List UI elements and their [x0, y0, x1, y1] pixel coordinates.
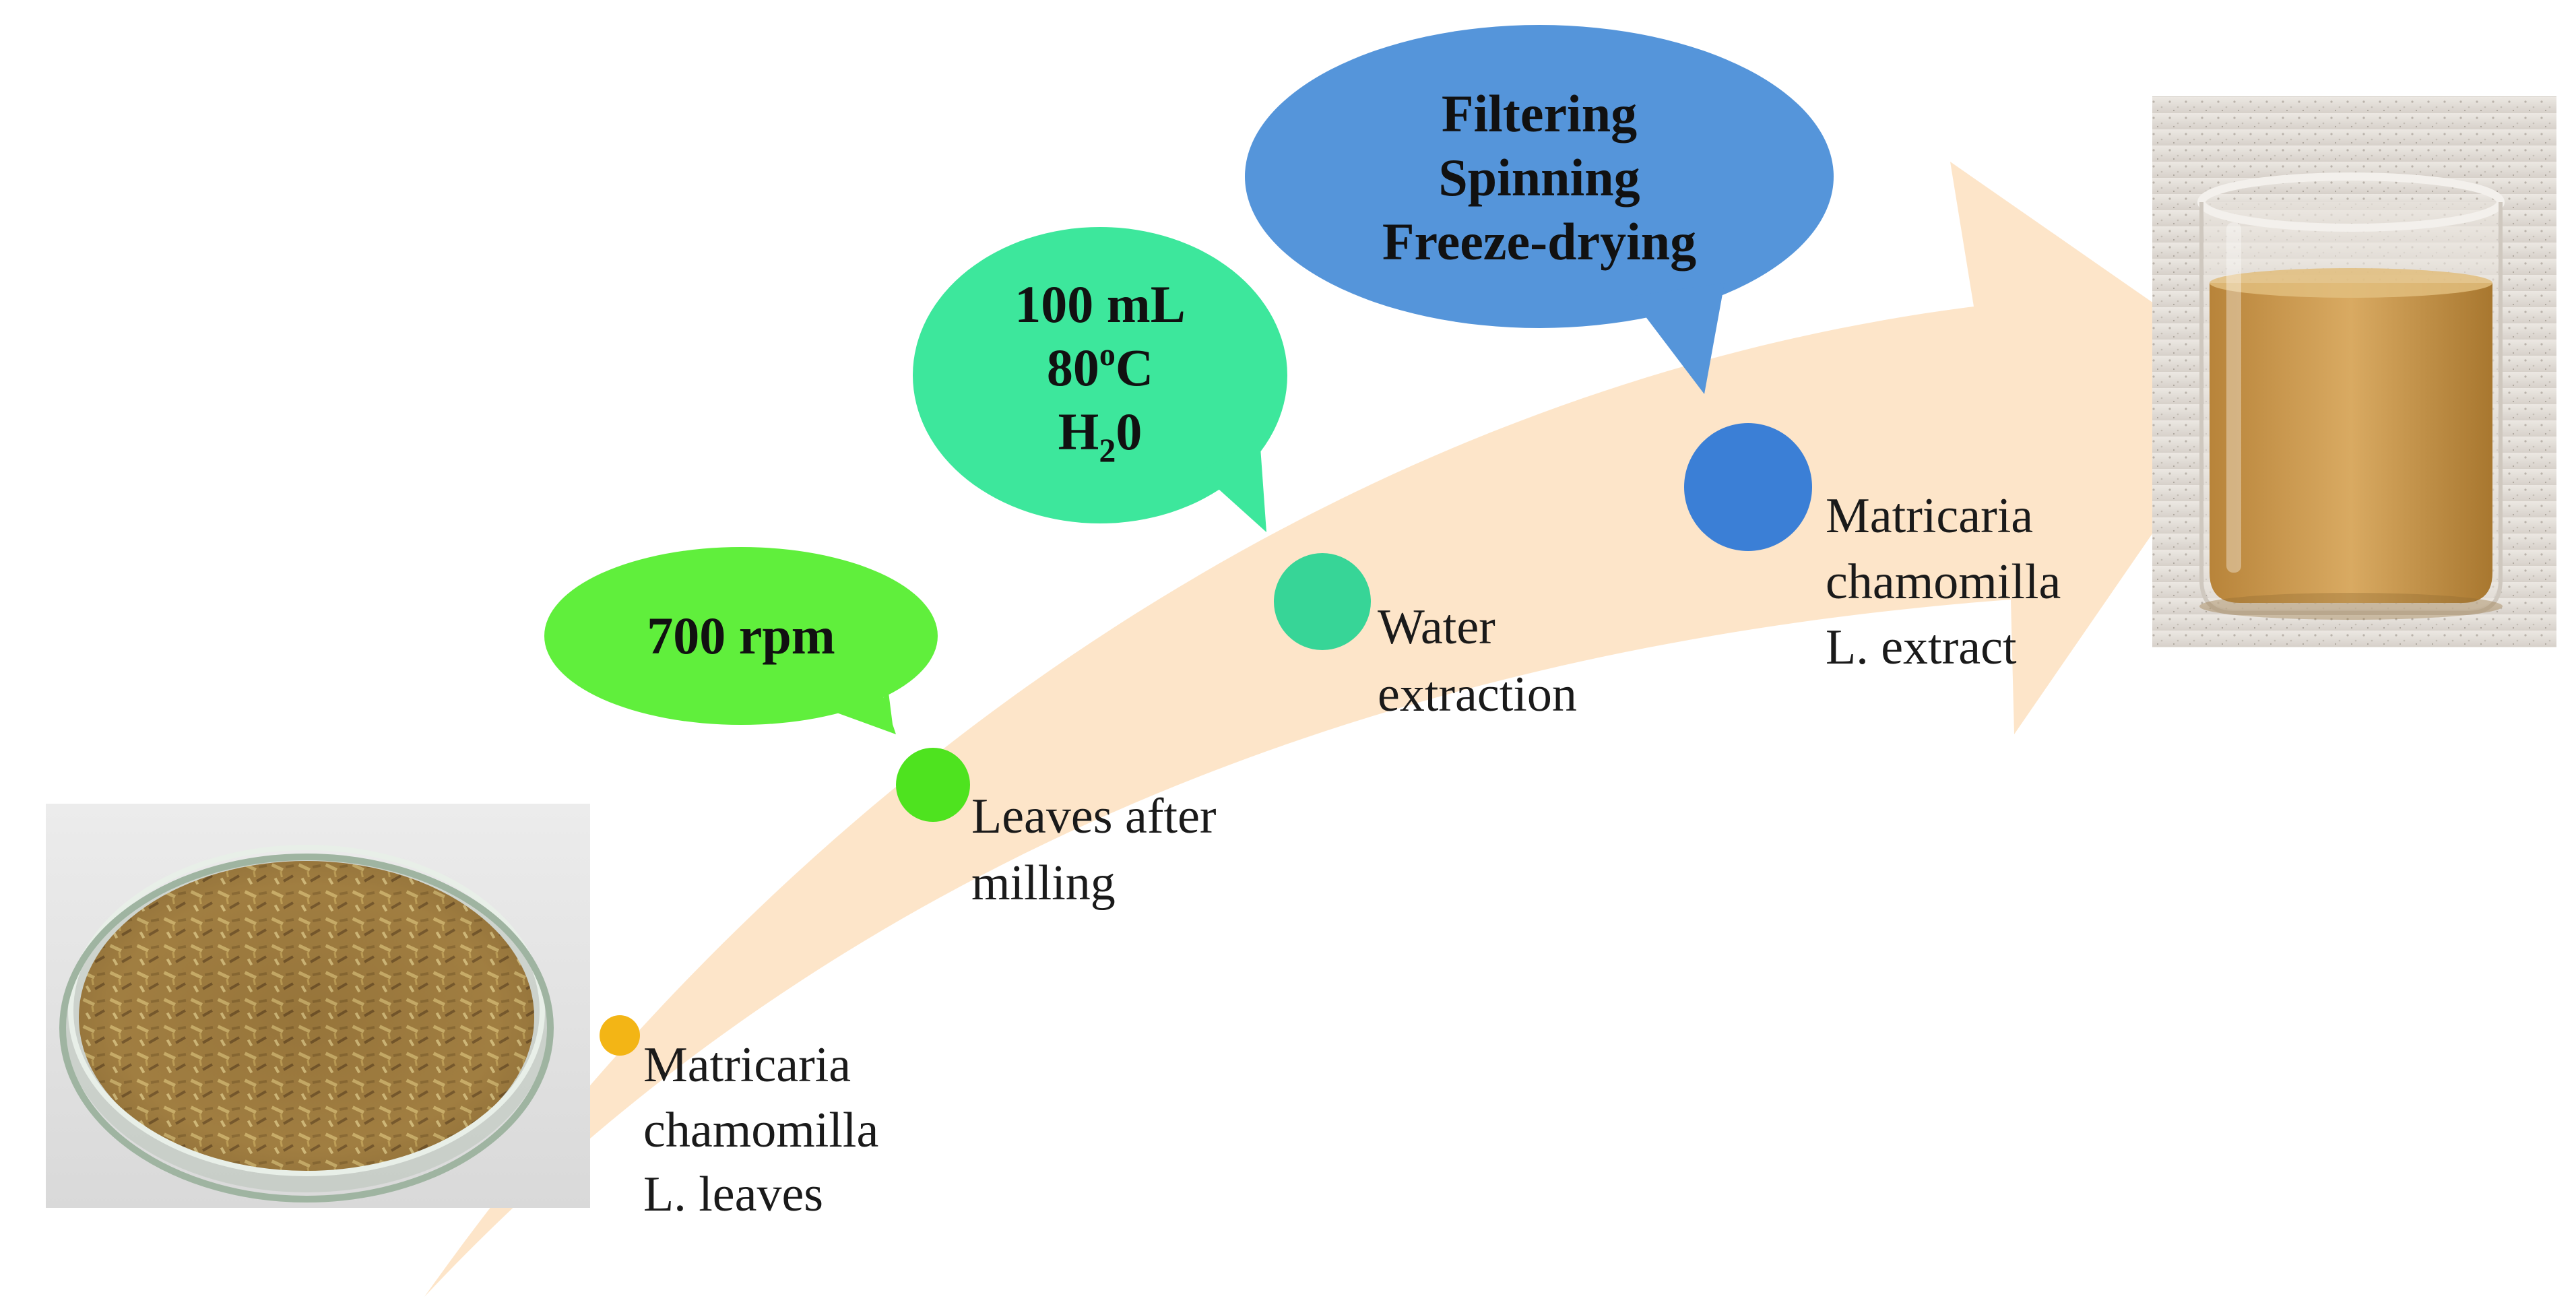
- bubble-water-ellipse: [913, 227, 1287, 523]
- extract-photo: [2152, 96, 2556, 647]
- step-dot-milling: [896, 748, 970, 822]
- bubble-rpm: 700 rpm: [544, 547, 938, 734]
- bubble-water-h2o: H20: [1058, 402, 1142, 469]
- step-label-extract-line2: chamomilla: [1826, 554, 2061, 610]
- step-label-extract: Matricaria chamomilla L. extract: [1826, 488, 2061, 675]
- step-label-leaves-line2: chamomilla: [643, 1103, 878, 1158]
- leaves-photo: [46, 804, 590, 1208]
- step-label-water-line1: Water: [1378, 600, 1495, 655]
- step-label-leaves: Matricaria chamomilla L. leaves: [643, 1037, 878, 1222]
- bubble-filter-ellipse: [1245, 25, 1834, 328]
- step-label-water-line2: extraction: [1378, 667, 1577, 722]
- bubble-filter-line2: Spinning: [1438, 148, 1640, 207]
- step-label-leaves-line3: L. leaves: [643, 1167, 823, 1222]
- bubble-filter-tail: [1630, 283, 1725, 394]
- step-dot-extract: [1684, 423, 1812, 551]
- step-label-extract-line3: L. extract: [1826, 620, 2017, 675]
- process-arrow: [424, 162, 2260, 1297]
- bubble-rpm-ellipse: [544, 547, 938, 725]
- bubble-filter-line1: Filtering: [1442, 84, 1637, 143]
- step-label-water: Water extraction: [1378, 600, 1577, 722]
- step-label-extract-line1: Matricaria: [1826, 488, 2033, 544]
- step-label-milling-line1: Leaves after: [971, 789, 1217, 844]
- step-label-milling-line2: milling: [971, 856, 1116, 911]
- bubble-water-line1: 100 mL: [1015, 275, 1186, 333]
- bubble-rpm-tail: [822, 674, 896, 734]
- bubble-rpm-text: 700 rpm: [647, 606, 835, 665]
- step-label-leaves-line1: Matricaria: [643, 1037, 851, 1093]
- bubble-filter-line3: Freeze-drying: [1382, 212, 1696, 271]
- bubble-water-temp: 80oC: [1047, 337, 1153, 397]
- bubble-filter: Filtering Spinning Freeze-drying: [1245, 25, 1834, 394]
- step-dot-leaves: [600, 1015, 640, 1056]
- step-label-milling: Leaves after milling: [971, 789, 1217, 911]
- bubble-water-tail: [1199, 438, 1266, 532]
- step-dot-water: [1274, 553, 1371, 650]
- bubble-water: 100 mL 80oC H20: [913, 227, 1287, 532]
